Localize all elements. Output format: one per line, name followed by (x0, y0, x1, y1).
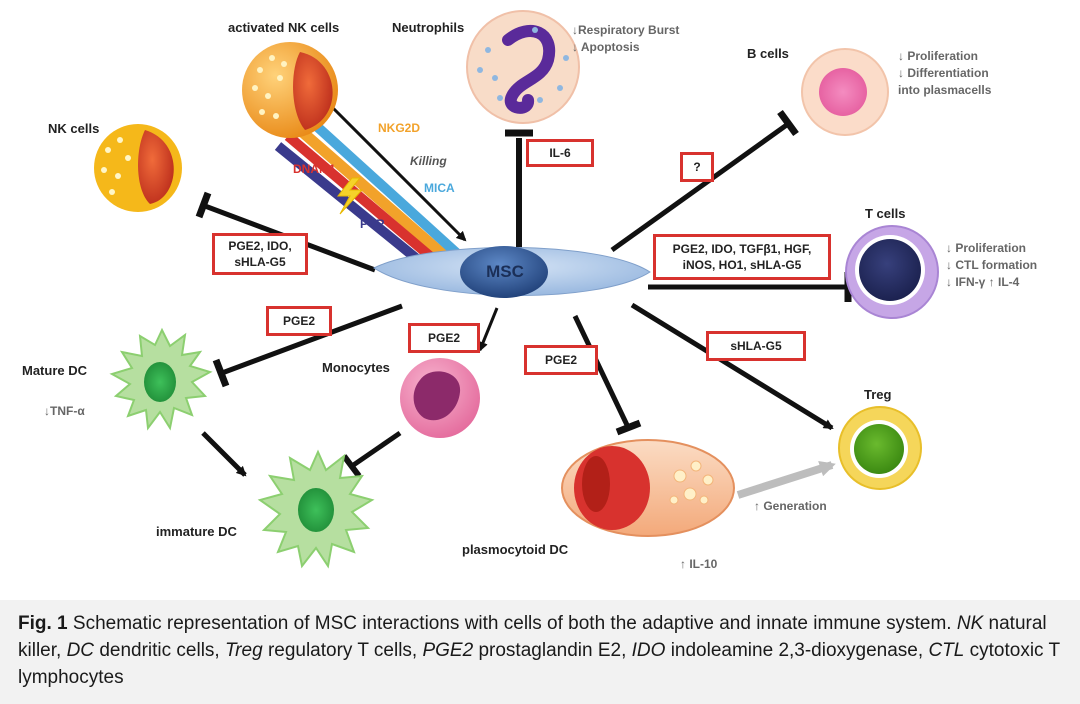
b-cells-effect-2: ↓ Differentiation (898, 66, 989, 80)
generation-label: ↑ Generation (754, 499, 827, 513)
mediator-t-line2: iNOS, HO1, sHLA-G5 (682, 258, 802, 272)
mediator-il6-text: IL-6 (549, 146, 571, 160)
plasmacytoid-dc (561, 439, 735, 537)
generation-arrow (736, 461, 836, 499)
caption-abbr-def: natural killer, (18, 613, 1047, 661)
dnam1-label: DNAM1 (293, 162, 336, 176)
t-cell (845, 225, 939, 319)
immature-dc (257, 449, 375, 569)
caption-abbr-term: IDO (631, 640, 666, 661)
nk-cells-label: NK cells (48, 121, 100, 136)
mediator-pge2-pdc-text: PGE2 (544, 353, 577, 367)
caption-abbr-term: NK (956, 613, 984, 634)
mature-dc (109, 327, 213, 431)
mica-label: MICA (424, 181, 455, 195)
killing-arrow (328, 103, 467, 242)
mediator-box-unknown: ? (680, 152, 714, 182)
mediator-box-pge2-mono: PGE2 (408, 323, 480, 353)
figure-caption: Fig. 1 Schematic representation of MSC i… (18, 610, 1068, 691)
nkg2d-band (296, 125, 459, 270)
mica-band (308, 118, 466, 262)
dnam1-band (284, 132, 448, 272)
mediator-shla-text: sHLA-G5 (730, 339, 782, 353)
caption-abbr-term: PGE2 (422, 640, 474, 661)
caption-abbr-term: CTL (928, 640, 965, 661)
caption-background (0, 600, 1080, 704)
nk-cell (94, 124, 182, 212)
il10-effect: ↑ IL-10 (680, 557, 718, 571)
mediator-box-t: PGE2, IDO, TGFβ1, HGF, iNOS, HO1, sHLA-G… (653, 234, 831, 280)
mediator-pge2-dc-text: PGE2 (282, 314, 315, 328)
caption-abbr-term: Treg (224, 640, 263, 661)
caption-abbr-def: regulatory T cells, (267, 640, 418, 661)
b-cells-label: B cells (747, 46, 789, 61)
msc-label: MSC (486, 262, 524, 281)
b-cells-effect-3: into plasmacells (898, 83, 992, 97)
caption-abbr-term: DC (66, 640, 95, 661)
treg-label: Treg (864, 387, 892, 402)
receptor-bands (274, 103, 467, 276)
treg-cell (838, 406, 922, 490)
mediator-t-line1: PGE2, IDO, TGFβ1, HGF, (672, 242, 812, 256)
caption-abbr-def: indoleamine 2,3-dioxygenase, (670, 640, 924, 661)
diagram-graphics (94, 10, 939, 569)
mediator-box-il6: IL-6 (526, 139, 594, 167)
mediator-nk-line2: sHLA-G5 (234, 255, 286, 269)
pvr-label: PVR (360, 217, 385, 231)
caption-label: Fig. 1 (18, 613, 68, 634)
neutrophil (466, 10, 580, 124)
caption-text: Schematic representation of MSC interact… (72, 613, 952, 634)
nkg2d-label: NKG2D (378, 121, 421, 135)
activated-nk-cell (242, 42, 338, 138)
t-cells-effect-2: ↓ CTL formation (946, 258, 1038, 272)
activated-nk-label: activated NK cells (228, 20, 340, 35)
mediator-box-pge2-pdc: PGE2 (524, 345, 598, 375)
pvr-band (274, 142, 437, 276)
mature-dc-effect: ↓TNF-α (44, 404, 85, 418)
killing-label: Killing (410, 154, 447, 168)
mediator-unknown-text: ? (693, 160, 701, 174)
caption-abbr-def: cytotoxic T lymphocytes (18, 640, 1060, 688)
monocytes-label: Monocytes (322, 360, 390, 375)
neutrophils-effects: ↓Respiratory Burst ↓ Apoptosis (572, 22, 679, 56)
mediator-box-pge2-dc: PGE2 (266, 306, 332, 336)
immature-dc-label: immature DC (156, 524, 237, 539)
t-cells-effect-1: ↓ Proliferation (946, 241, 1027, 255)
mediator-box-shla: sHLA-G5 (706, 331, 806, 361)
t-cells-effects: ↓ Proliferation ↓ CTL formation ↓ IFN-γ … (946, 240, 1037, 291)
neutrophils-effect-1: ↓Respiratory Burst (572, 23, 680, 37)
b-cell (801, 48, 889, 136)
figure-area: MSC activated NK cells Neutrophils B cel… (22, 10, 1038, 571)
mediator-box-nk: PGE2, IDO, sHLA-G5 (212, 233, 308, 275)
caption-abbr-def: dendritic cells, (99, 640, 220, 661)
t-cells-effect-3: ↓ IFN-γ ↑ IL-4 (946, 275, 1020, 289)
neutrophils-effect-2: ↓ Apoptosis (572, 40, 640, 54)
msc-cell (372, 246, 651, 298)
monocyte (400, 358, 480, 438)
mediator-nk-line1: PGE2, IDO, (228, 239, 292, 253)
b-cells-effect-1: ↓ Proliferation (898, 49, 979, 63)
caption-abbr-def: prostaglandin E2, (478, 640, 627, 661)
lightning-bolt-icon (336, 177, 364, 215)
t-cells-label: T cells (865, 206, 906, 221)
plasmacytoid-dc-label: plasmocytoid DC (462, 542, 569, 557)
b-cells-effects: ↓ Proliferation ↓ Differentiation into p… (898, 48, 991, 99)
mediator-pge2-mono-text: PGE2 (427, 331, 460, 345)
mature-dc-label: Mature DC (22, 363, 88, 378)
neutrophils-label: Neutrophils (392, 20, 465, 35)
